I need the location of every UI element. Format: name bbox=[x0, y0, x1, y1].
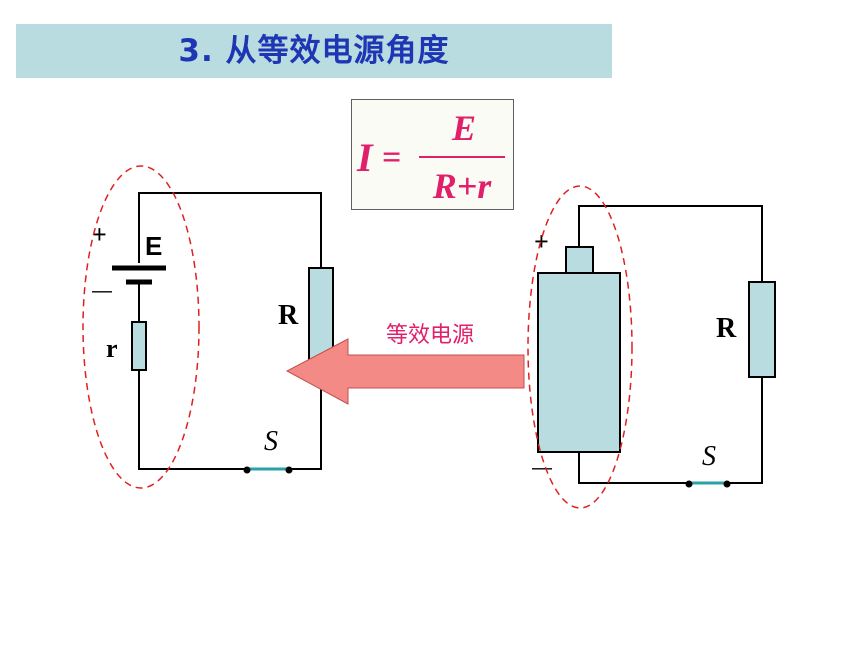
page-title: 3. 从等效电源角度 bbox=[178, 33, 450, 69]
title-bar: 3. 从等效电源角度 bbox=[16, 24, 612, 78]
formula-lhs: I bbox=[356, 135, 374, 180]
internal-resistor bbox=[131, 321, 147, 371]
right-load-resistor bbox=[748, 281, 776, 378]
arrow-label: 等效电源 bbox=[386, 323, 474, 348]
right-switch-terminal-left bbox=[685, 480, 693, 488]
left-resistor-label: R bbox=[278, 300, 299, 331]
switch-terminal-left bbox=[243, 466, 251, 474]
right-plus-label: + bbox=[534, 227, 549, 256]
right-switch-terminal-right bbox=[723, 480, 731, 488]
formula-equals: = bbox=[382, 139, 401, 176]
left-minus-label: — bbox=[92, 280, 112, 302]
switch-terminal-right bbox=[285, 466, 293, 474]
bottom-right-wire bbox=[289, 362, 322, 470]
left-circuit: + E — r R S bbox=[82, 165, 334, 489]
formula-numerator: E bbox=[451, 108, 476, 148]
internal-resistance-label: r bbox=[106, 334, 118, 363]
formula-box bbox=[351, 99, 514, 210]
top-wire bbox=[138, 192, 322, 268]
equivalent-source-dashed-ellipse bbox=[527, 185, 633, 509]
right-minus-label: — bbox=[532, 457, 552, 479]
right-switch-label: S bbox=[702, 441, 716, 472]
source-dashed-ellipse bbox=[82, 165, 200, 489]
bottom-left-wire bbox=[138, 370, 247, 470]
formula: I = E R+r bbox=[356, 108, 505, 206]
right-circuit: + — R S bbox=[527, 185, 776, 509]
left-plus-label: + bbox=[92, 220, 107, 249]
emf-label: E bbox=[145, 231, 162, 261]
equivalence-arrow: 等效电源 bbox=[285, 323, 525, 405]
equivalent-source-terminal bbox=[565, 246, 594, 274]
left-arrow bbox=[285, 338, 525, 405]
right-bottom-right-wire bbox=[727, 377, 763, 484]
left-switch-label: S bbox=[264, 426, 278, 457]
right-bottom-left-wire bbox=[578, 452, 689, 484]
equivalent-source-body bbox=[537, 272, 621, 453]
load-resistor bbox=[308, 267, 334, 363]
right-top-wire bbox=[578, 205, 763, 282]
right-resistor-label: R bbox=[716, 313, 737, 344]
formula-denominator: R+r bbox=[432, 166, 493, 206]
